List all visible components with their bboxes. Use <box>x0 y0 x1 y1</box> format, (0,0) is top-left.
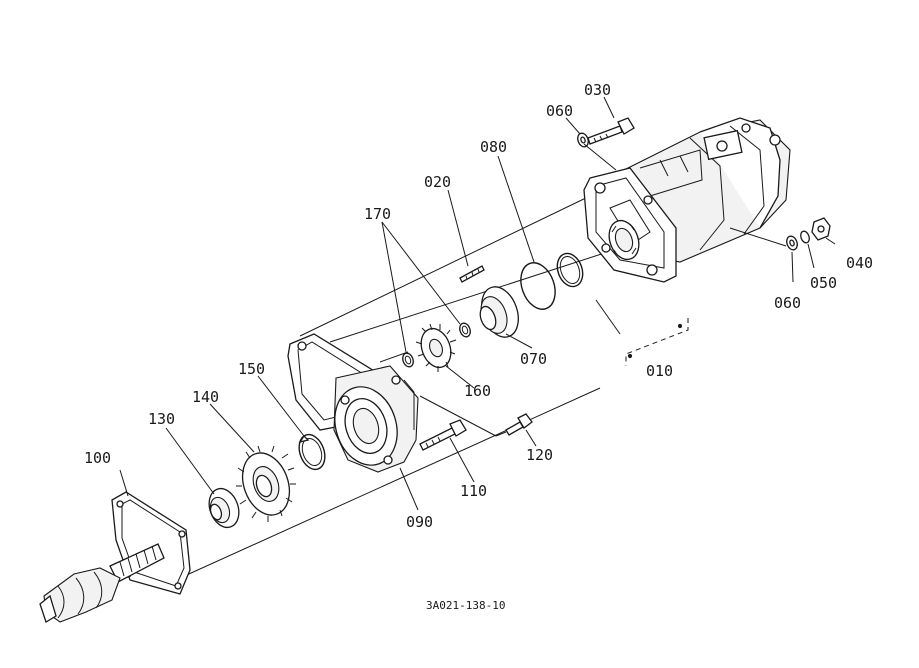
bolt-110 <box>419 419 467 451</box>
label-030: 030 <box>584 81 611 99</box>
label-060-right: 060 <box>774 294 801 312</box>
label-010: 010 <box>646 362 673 380</box>
bolt-030 <box>587 117 635 145</box>
label-050: 050 <box>810 274 837 292</box>
gear-140 <box>236 445 296 522</box>
label-170: 170 <box>364 205 391 223</box>
seal-130 <box>208 487 240 529</box>
label-020: 020 <box>424 173 451 191</box>
label-130: 130 <box>148 410 175 428</box>
washer-060-right <box>786 235 798 251</box>
hydraulic-pump-assembly <box>583 117 791 366</box>
gear-case-090 <box>287 333 419 473</box>
label-070: 070 <box>520 350 547 368</box>
drawing-code: 3A021-138-10 <box>426 599 505 612</box>
stud-020 <box>459 265 485 283</box>
label-120: 120 <box>526 446 553 464</box>
nut-040 <box>811 217 831 241</box>
label-060-top: 060 <box>546 102 573 120</box>
washer-060-top <box>577 132 589 148</box>
label-150: 150 <box>238 360 265 378</box>
label-040: 040 <box>846 254 873 272</box>
part-labels: 010 020 030 040 050 060 060 070 080 090 … <box>84 81 873 531</box>
collar-070 <box>479 286 519 338</box>
label-110: 110 <box>460 482 487 500</box>
snap-ring-150 <box>298 433 326 471</box>
label-100: 100 <box>84 449 111 467</box>
label-140: 140 <box>192 388 219 406</box>
leader-lines <box>119 96 836 511</box>
washer-050 <box>800 230 810 244</box>
label-160: 160 <box>464 382 491 400</box>
drive-shaft <box>39 543 165 623</box>
gear-160 <box>415 323 457 372</box>
snap-ring-170 <box>402 322 471 368</box>
o-ring-080 <box>520 252 584 310</box>
bolt-120 <box>505 413 533 436</box>
label-090: 090 <box>406 513 433 531</box>
label-080: 080 <box>480 138 507 156</box>
